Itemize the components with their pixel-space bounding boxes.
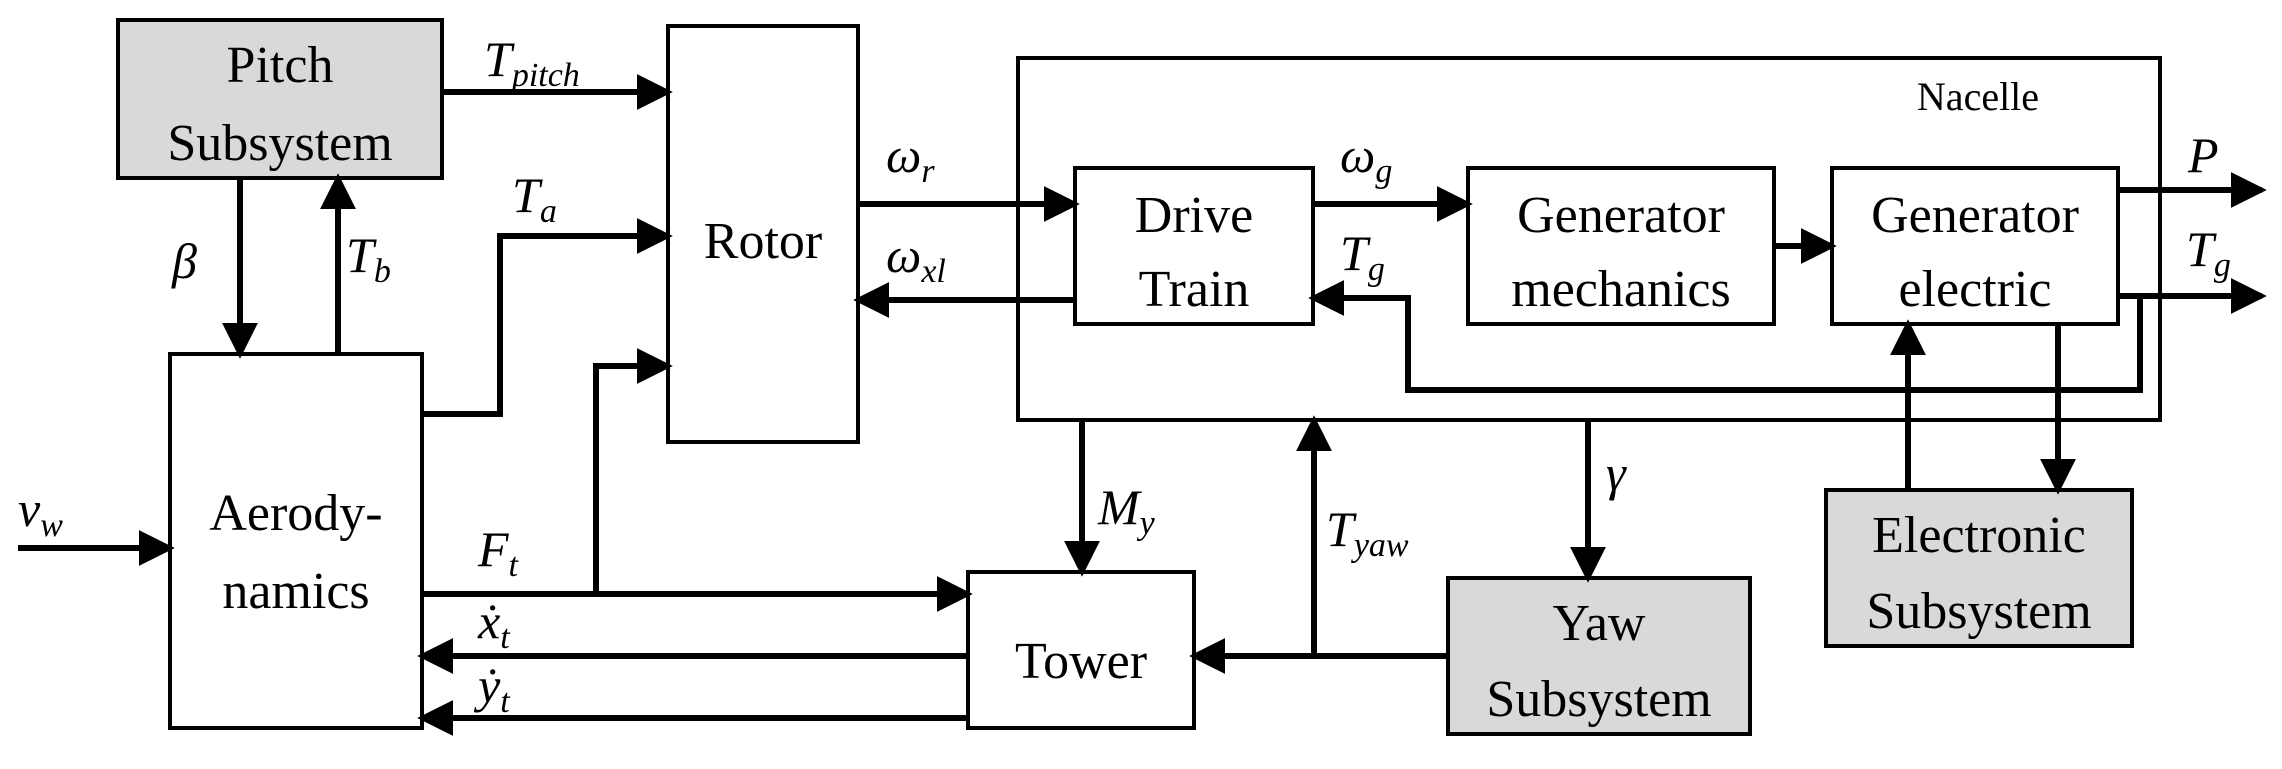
t-a-label: Ta: [512, 167, 557, 230]
v-w-label: vw: [18, 481, 63, 544]
gamma-label: γ: [1606, 445, 1627, 501]
svg-text:Nacelle: Nacelle: [1917, 74, 2039, 119]
svg-text:Generator: Generator: [1517, 187, 1725, 244]
omega-r-label: ωr: [886, 127, 935, 190]
svg-text:Pitch: Pitch: [227, 37, 334, 94]
svg-text:Subsystem: Subsystem: [167, 115, 392, 172]
svg-text:Train: Train: [1139, 261, 1250, 318]
omega-xl-label: ωxl: [886, 227, 946, 290]
t-a-arrow: [422, 218, 673, 417]
x-t-label: ẋt: [477, 593, 511, 656]
svg-text:Aerody-: Aerody-: [209, 485, 382, 542]
m-y-label: My: [1097, 479, 1156, 542]
t-yaw-label: Tyaw: [1326, 501, 1409, 564]
generator-electric-block: Generator electric: [1830, 166, 2120, 326]
svg-text:Generator: Generator: [1871, 187, 2079, 244]
generator-mechanics-block: Generator mechanics: [1466, 166, 1776, 326]
electronic-subsystem-block: Electronic Subsystem: [1824, 488, 2134, 648]
p-out-label: P: [2187, 127, 2219, 183]
f-t-label: Ft: [477, 521, 520, 584]
svg-text:namics: namics: [222, 563, 369, 620]
beta-label: β: [171, 233, 197, 289]
f-t-branch-arrow: [593, 348, 673, 594]
svg-text:Drive: Drive: [1135, 187, 1253, 244]
t-g-out-label: Tg: [2186, 221, 2231, 284]
svg-text:Rotor: Rotor: [704, 213, 822, 270]
y-t-label: ẏt: [473, 657, 511, 720]
svg-text:Yaw: Yaw: [1553, 595, 1646, 652]
yaw-subsystem-block: Yaw Subsystem: [1446, 576, 1752, 736]
rotor-block: Rotor: [666, 24, 860, 444]
t-g-inner-label: Tg: [1340, 225, 1385, 288]
tower-block: Tower: [966, 570, 1196, 730]
svg-text:Tower: Tower: [1015, 633, 1147, 690]
drive-train-block: Drive Train: [1073, 166, 1315, 326]
t-b-label: Tb: [346, 227, 391, 290]
pitch-subsystem-block: Pitch Subsystem: [116, 18, 444, 180]
svg-text:electric: electric: [1899, 261, 2052, 318]
aerodynamics-block: Aerody- namics: [168, 352, 424, 730]
svg-text:Subsystem: Subsystem: [1866, 583, 2091, 640]
t-pitch-label: Tpitch: [484, 31, 580, 94]
svg-text:Subsystem: Subsystem: [1486, 671, 1711, 728]
svg-text:mechanics: mechanics: [1511, 261, 1730, 318]
svg-text:Electronic: Electronic: [1872, 507, 2086, 564]
omega-g-label: ωg: [1340, 127, 1392, 190]
